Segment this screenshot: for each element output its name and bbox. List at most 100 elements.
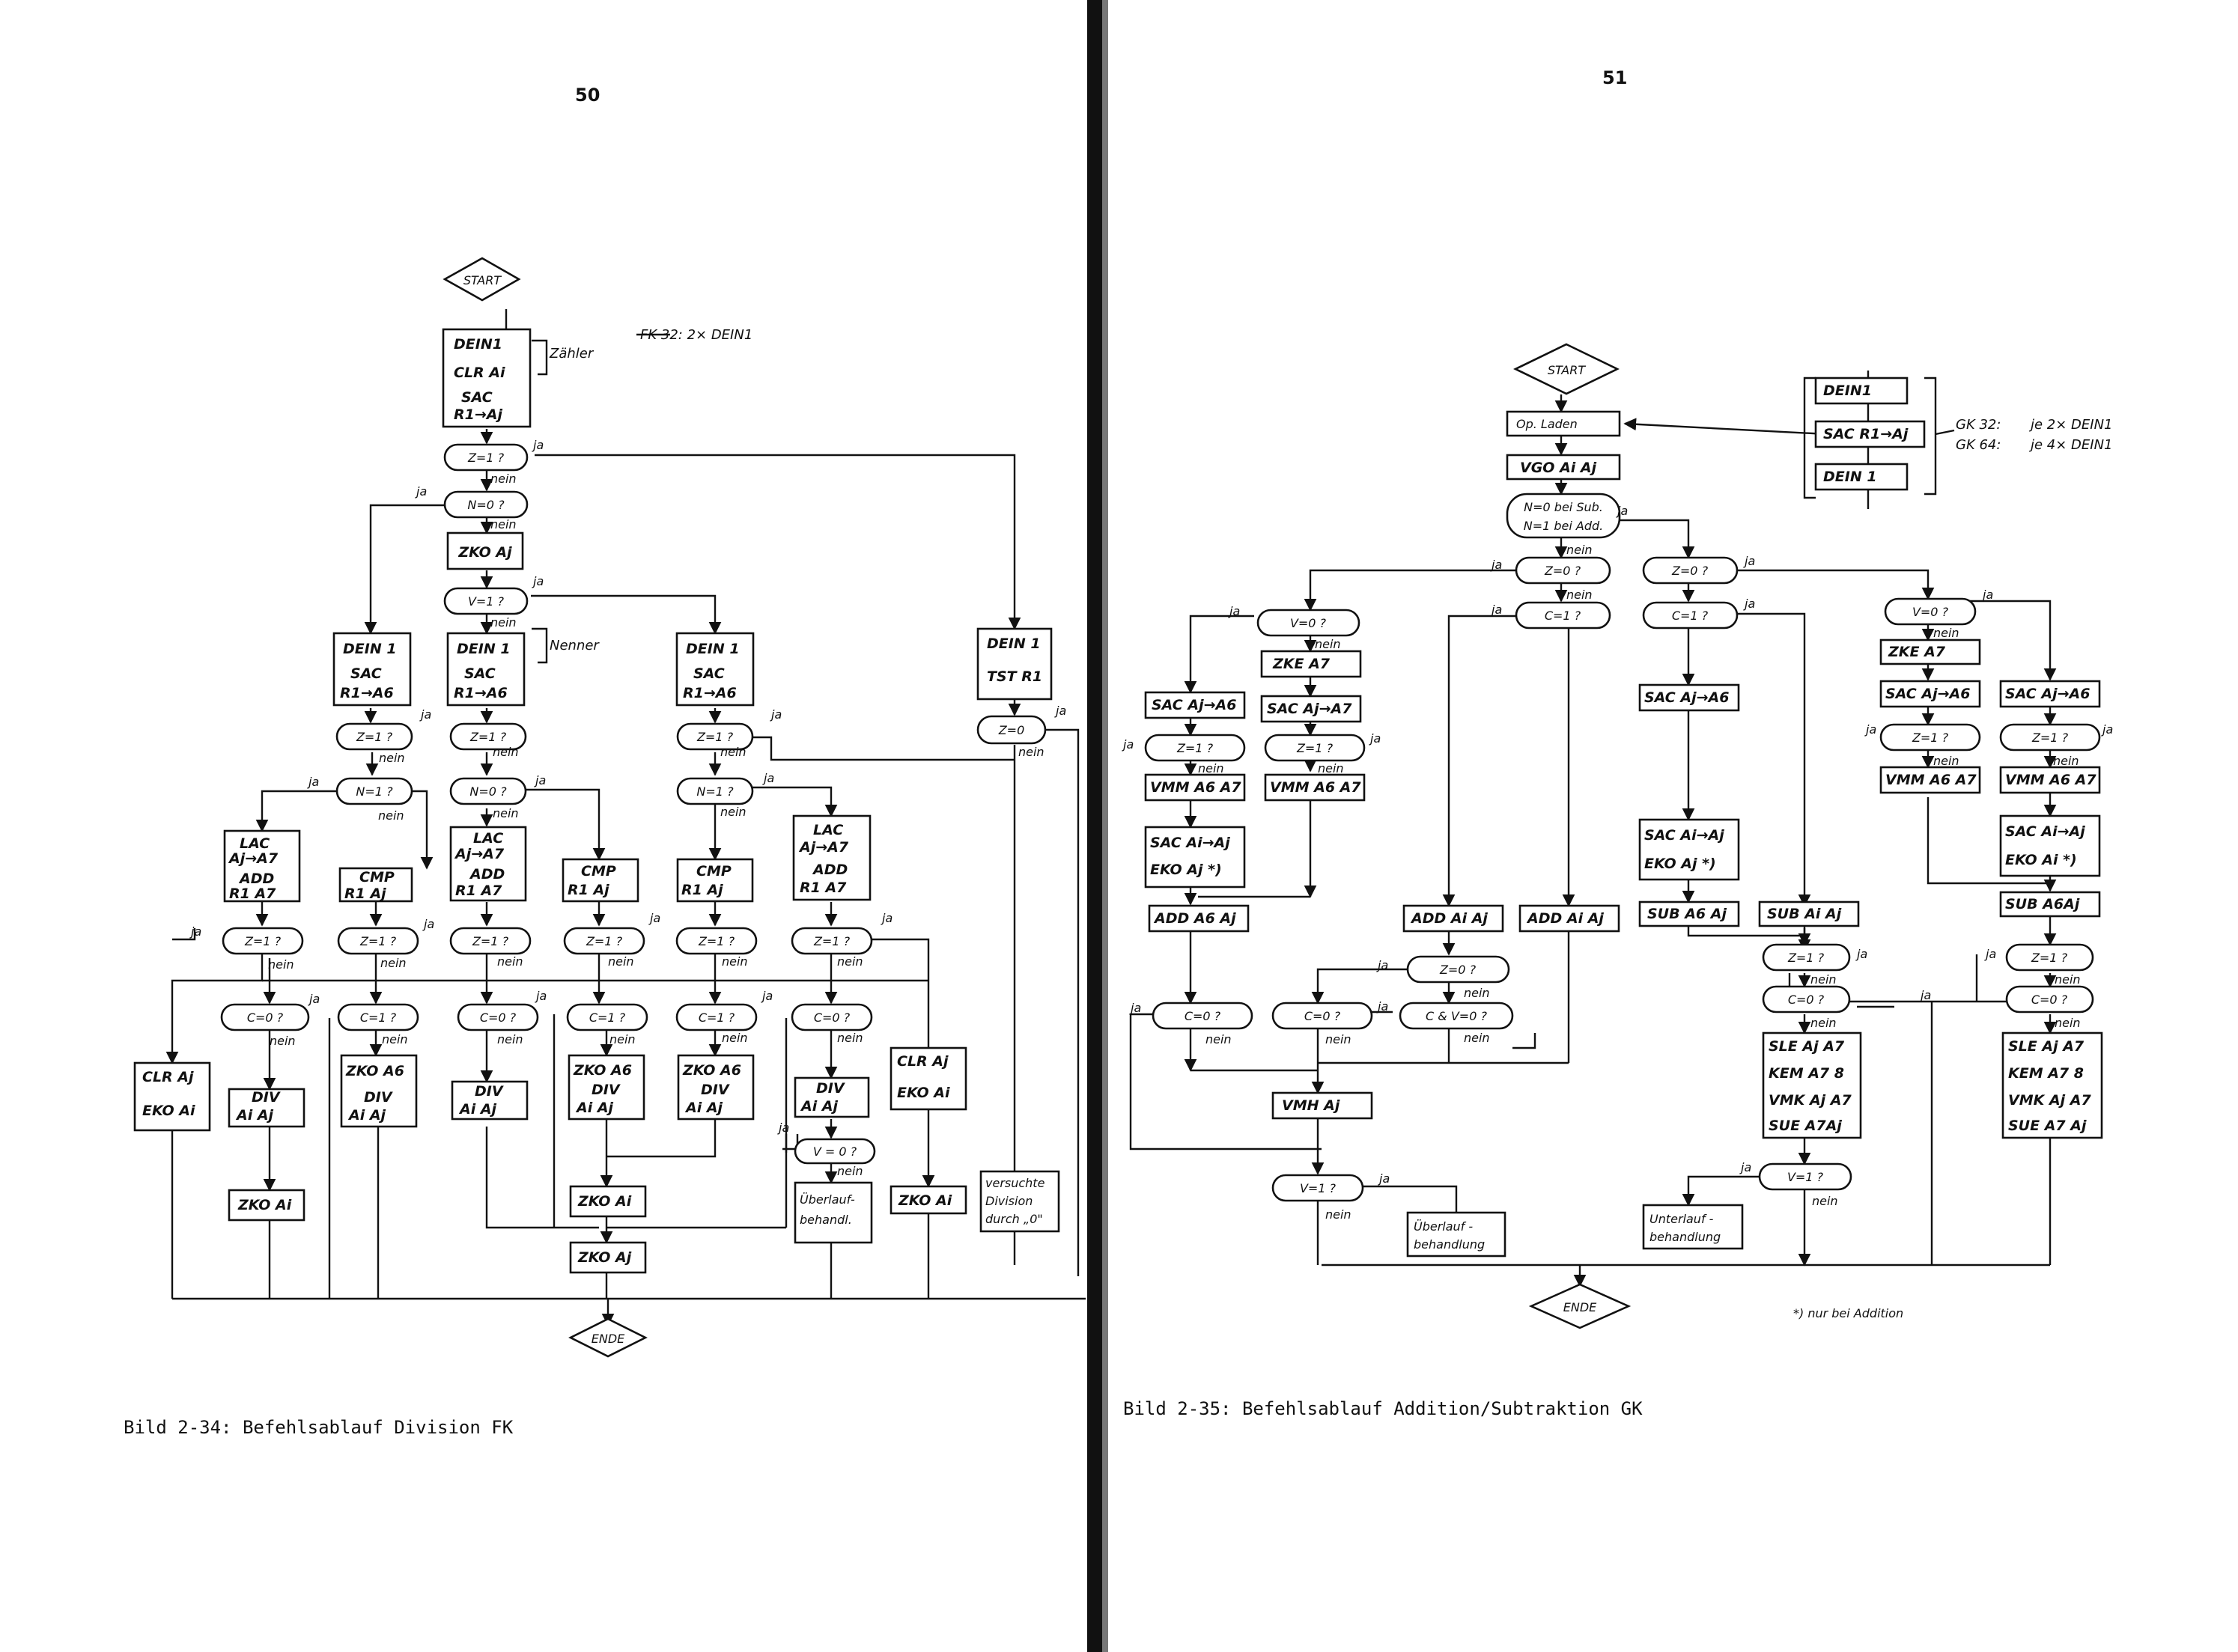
svg-text:CLR Ai: CLR Ai [454,365,505,381]
svg-text:nein: nein [608,954,634,969]
svg-text:nein: nein [2055,972,2081,987]
svg-text:nein: nein [1933,626,1959,640]
svg-text:Division: Division [985,1194,1033,1208]
decision-row-z1-second: Z=1 ? Z=1 ? Z=1 ? Z=1 ? Z=1 ? Z=1 ? [222,927,873,955]
svg-text:VMM A6 A7: VMM A6 A7 [1885,772,1977,788]
svg-text:ja: ja [770,707,782,722]
svg-text:ja: ja [415,484,427,499]
svg-text:nein: nein [493,745,519,759]
svg-text:SAC R1→Aj: SAC R1→Aj [1823,426,1909,442]
footnote-addition: *) nur bei Addition [1793,1306,1903,1320]
svg-text:nein: nein [722,954,748,969]
svg-text:N=1 ?: N=1 ? [356,784,393,799]
svg-text:Unterlauf -: Unterlauf - [1649,1212,1714,1226]
svg-text:nein: nein [1812,1194,1838,1208]
svg-text:C=0 ?: C=0 ? [480,1011,517,1025]
svg-text:nein: nein [1566,588,1593,602]
svg-text:C=1 ?: C=1 ? [589,1011,626,1025]
svg-text:SUB A6Aj: SUB A6Aj [2005,896,2080,912]
result-blocks-left: CLR Aj EKO Ai DIV Ai Aj ZKO A6 DIV Ai Aj… [133,1046,1060,1274]
svg-text:nein: nein [720,805,746,819]
svg-text:nein: nein [1810,1016,1837,1030]
decision-row-n: N=1 ? N=0 ? N=1 ? [335,777,754,805]
svg-text:N=0 bei Sub.: N=0 bei Sub. [1524,500,1603,514]
svg-text:SAC: SAC [350,665,382,682]
annotation-je4: je 4× DEIN1 [2028,437,2113,453]
svg-text:Op. Laden: Op. Laden [1516,417,1578,431]
svg-text:N=0 ?: N=0 ? [467,498,505,512]
svg-text:nein: nein [493,806,519,820]
svg-text:Aj→A7: Aj→A7 [228,850,279,867]
svg-text:Ai Aj: Ai Aj [800,1098,839,1115]
svg-text:ja: ja [189,924,201,939]
svg-text:nein: nein [2053,754,2079,768]
figure-caption-right: Bild 2-35: Befehlsablauf Addition/Subtra… [1123,1398,1643,1419]
block-dein-sac-c [675,632,755,707]
svg-text:ENDE: ENDE [1563,1300,1597,1314]
left-ende: ENDE [568,1317,648,1358]
svg-text:nein: nein [1325,1207,1351,1222]
svg-text:KEM A7 8: KEM A7 8 [2008,1065,2084,1082]
svg-text:VMH Aj: VMH Aj [1282,1097,1340,1114]
svg-text:Z=0 ?: Z=0 ? [1544,564,1581,578]
svg-text:START: START [1548,363,1587,377]
svg-text:ja: ja [1122,737,1134,752]
svg-text:LAC: LAC [240,835,270,852]
svg-text:R1→A6: R1→A6 [454,685,508,701]
svg-text:SUE A7Aj: SUE A7Aj [1769,1118,1842,1134]
box-zko-aj [446,531,524,570]
svg-text:ZKO Aj: ZKO Aj [457,544,512,561]
book-gutter-shadow [1102,0,1108,1652]
svg-text:ja: ja [307,775,319,789]
svg-text:ja: ja [1228,604,1240,618]
svg-text:LAC: LAC [813,822,843,838]
svg-text:R1→A6: R1→A6 [340,685,394,701]
svg-text:ja: ja [1984,947,1996,961]
svg-text:nein: nein [497,954,523,969]
svg-text:SAC Aj→A6: SAC Aj→A6 [1885,686,1970,702]
svg-text:Z=1 ?: Z=1 ? [1912,731,1949,745]
svg-text:ja: ja [1490,603,1502,617]
svg-text:nein: nein [497,1032,523,1046]
svg-text:ja: ja [881,911,893,925]
svg-text:C & V=0 ?: C & V=0 ? [1426,1009,1487,1023]
svg-text:ja: ja [1490,558,1502,572]
svg-text:behandlung: behandlung [1649,1230,1721,1244]
svg-text:DEIN1: DEIN1 [1823,382,1872,399]
svg-text:N=1 bei Add.: N=1 bei Add. [1524,519,1604,533]
svg-text:ZKE A7: ZKE A7 [1272,656,1331,672]
svg-text:DIV: DIV [592,1082,621,1098]
svg-text:VMM A6 A7: VMM A6 A7 [1150,779,1241,796]
right-page: 51 Bild 2-35: Befehlsablauf Addition/Sub… [1122,67,2113,1419]
left-start: START [443,257,521,302]
svg-text:VMM A6 A7: VMM A6 A7 [2005,772,2096,788]
svg-text:ja: ja [648,911,660,925]
svg-text:Z=1 ?: Z=1 ? [696,730,734,744]
svg-text:nein: nein [837,954,863,969]
svg-text:SAC: SAC [461,389,493,406]
box-vgo [1506,454,1621,481]
svg-text:DIV: DIV [364,1089,393,1106]
svg-text:R1 A7: R1 A7 [800,880,847,896]
block-dein-tst [976,627,1053,701]
svg-text:Z=1 ?: Z=1 ? [1176,741,1214,755]
svg-text:ja: ja [532,574,544,588]
svg-text:SAC Ai→Aj: SAC Ai→Aj [1644,827,1724,844]
svg-text:EKO Aj *): EKO Aj *) [1150,862,1222,878]
svg-text:Überlauf -: Überlauf - [1414,1219,1473,1234]
svg-text:nein: nein [270,1034,296,1048]
svg-text:C=0 ?: C=0 ? [1304,1009,1341,1023]
svg-text:Z=1 ?: Z=1 ? [359,934,397,948]
svg-text:ZKO Ai: ZKO Ai [898,1192,952,1209]
svg-text:C=0 ?: C=0 ? [2031,993,2068,1007]
svg-text:SUB A6 Aj: SUB A6 Aj [1647,906,1727,922]
svg-text:nein: nein [1464,986,1490,1000]
svg-text:CLR Aj: CLR Aj [897,1053,949,1070]
svg-text:Z=1 ?: Z=1 ? [2031,951,2068,965]
svg-text:C=0 ?: C=0 ? [814,1011,851,1025]
block-dein-sac-a [332,632,412,707]
svg-text:nein: nein [490,472,517,486]
svg-text:EKO Ai: EKO Ai [142,1103,195,1119]
svg-text:ja: ja [1378,1171,1390,1186]
annotation-je2: je 2× DEIN1 [2028,417,2113,433]
